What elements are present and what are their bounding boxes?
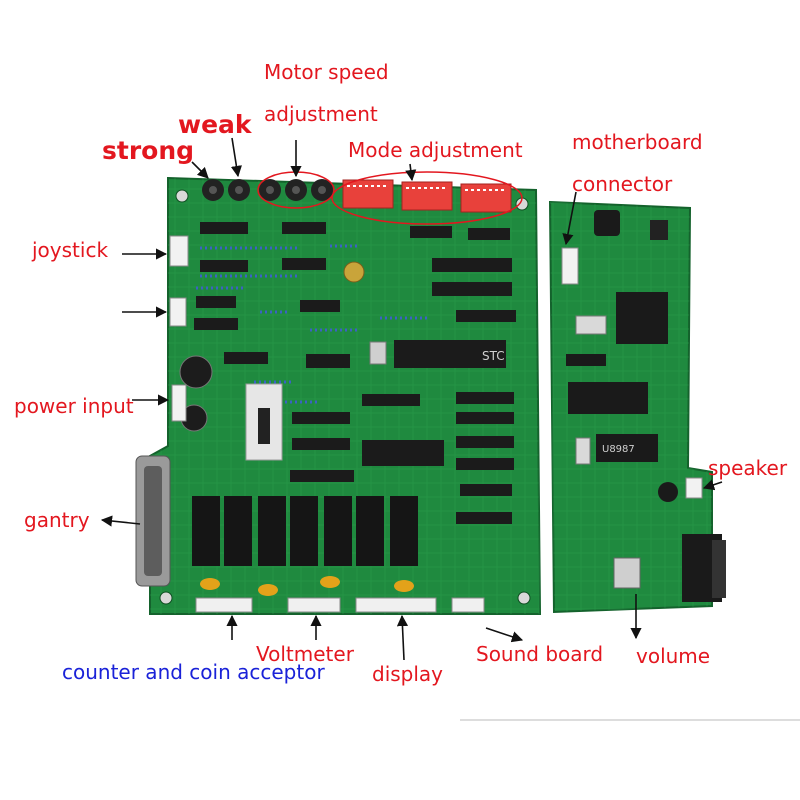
callout-arrows xyxy=(100,137,723,661)
aux-connector xyxy=(169,297,187,327)
potentiometer-row xyxy=(202,171,335,209)
label-gantry: gantry xyxy=(24,508,90,532)
dip-switches xyxy=(331,171,523,225)
label-sound-board: Sound board xyxy=(476,642,604,666)
label-mode-adjustment: Mode adjustment xyxy=(348,138,523,162)
terminal-block xyxy=(682,534,726,602)
label-weak: weak xyxy=(178,110,252,139)
label-counter-coin-acceptor: counter and coin acceptor xyxy=(62,660,325,684)
joystick-connector xyxy=(169,235,189,267)
cpu-chip-marking: STC xyxy=(482,349,505,363)
label-joystick: joystick xyxy=(32,238,109,262)
bottom-connectors xyxy=(195,597,485,613)
label-strong: strong xyxy=(102,136,195,165)
label-voltmeter: Voltmeter xyxy=(256,642,354,666)
volume-pot xyxy=(613,557,641,589)
label-display: display xyxy=(372,662,444,686)
sound-board: U8987 xyxy=(548,200,726,614)
crystal xyxy=(369,341,387,365)
ceramic-capacitors xyxy=(200,576,414,596)
sound-motherboard-connector xyxy=(561,247,579,285)
label-volume: volume xyxy=(636,644,711,668)
label-power-input: power input xyxy=(14,394,134,418)
capacitors xyxy=(171,355,213,432)
ic-chips xyxy=(194,222,516,524)
label-motor-speed: Motor speed xyxy=(264,60,389,84)
label-connector: connector xyxy=(572,172,673,196)
label-speaker: speaker xyxy=(708,456,788,480)
relay-bank xyxy=(192,496,418,566)
speaker-connector xyxy=(685,477,703,499)
label-motherboard: motherboard xyxy=(572,130,703,154)
gantry-connector xyxy=(135,455,171,587)
main-board: STC xyxy=(135,171,542,615)
sound-cpu xyxy=(616,292,668,344)
sound-chip-marking: U8987 xyxy=(602,444,635,455)
label-motor-speed-adjustment: adjustment xyxy=(264,102,378,126)
